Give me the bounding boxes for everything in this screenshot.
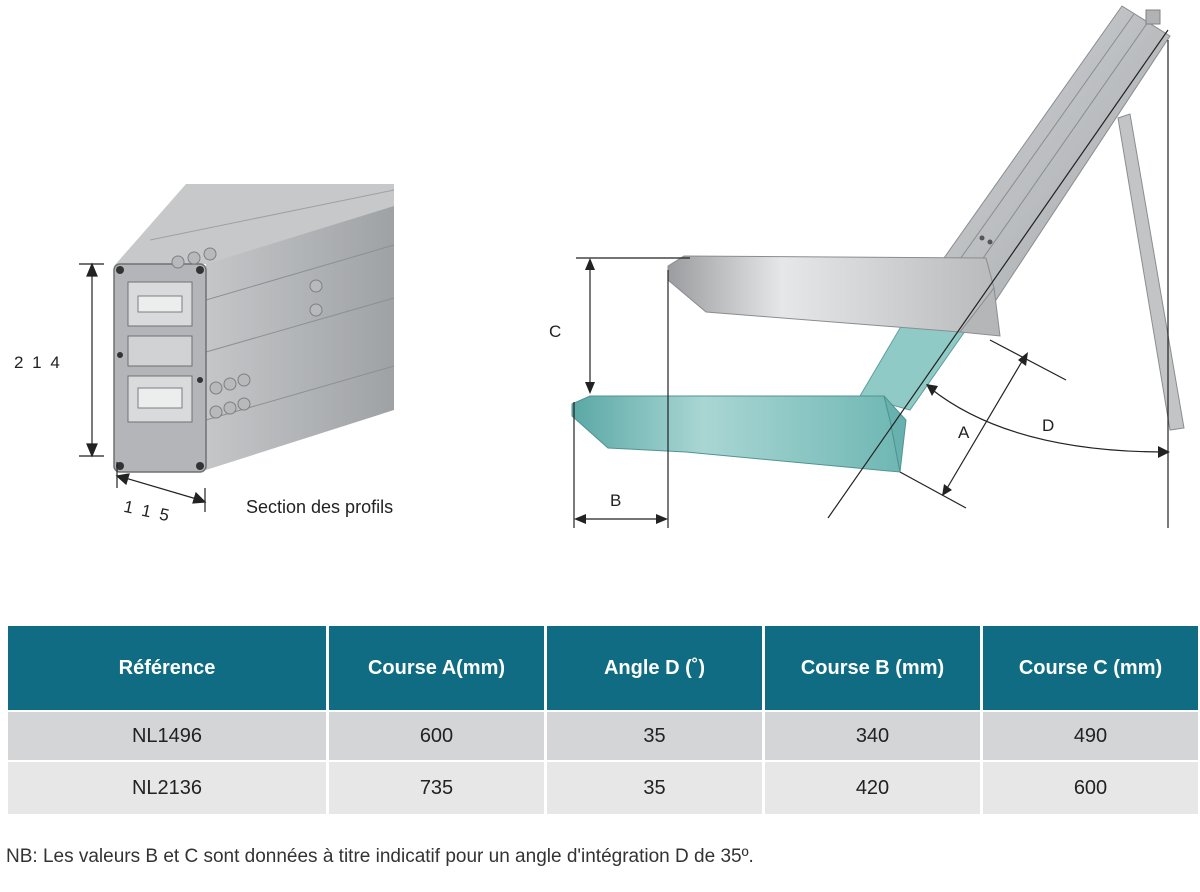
cell-angle-d: 35 (547, 712, 762, 762)
technical-figure: 2 1 4 1 1 5 Section des profils C B A D (14, 5, 1185, 528)
cell-reference: NL2136 (8, 762, 326, 814)
profile-caption: Section des profils (246, 497, 394, 517)
cell-course-b: 420 (765, 762, 980, 814)
profile-height-label: 2 1 4 (14, 353, 62, 372)
label-d: D (1042, 416, 1055, 435)
cell-course-a: 600 (329, 712, 544, 762)
table-row: NL2136 735 35 420 600 (8, 762, 1198, 814)
header-angle-d: Angle D (˚) (547, 626, 762, 712)
specification-table: Référence Course A(mm) Angle D (˚) Cours… (5, 626, 1200, 814)
dimension-width (115, 462, 207, 512)
header-course-a: Course A(mm) (329, 626, 544, 712)
mechanism-drawing (571, 5, 1185, 473)
dimension-height (79, 262, 104, 458)
cell-reference: NL1496 (8, 712, 326, 762)
figure-drawing (79, 5, 1185, 528)
profile-section-drawing (113, 184, 395, 473)
dimension-arrows (574, 258, 1170, 524)
table-header-row: Référence Course A(mm) Angle D (˚) Cours… (8, 626, 1198, 712)
label-a: A (958, 423, 970, 442)
header-course-b: Course B (mm) (765, 626, 980, 712)
table-row: NL1496 600 35 340 490 (8, 712, 1198, 762)
cell-course-c: 600 (983, 762, 1198, 814)
label-b: B (610, 491, 622, 510)
dimension-lines (573, 29, 1169, 528)
label-c: C (549, 322, 562, 341)
header-reference: Référence (8, 626, 326, 712)
footnote: NB: Les valeurs B et C sont données à ti… (6, 846, 754, 867)
cell-angle-d: 35 (547, 762, 762, 814)
cell-course-c: 490 (983, 712, 1198, 762)
header-course-c: Course C (mm) (983, 626, 1198, 712)
cell-course-b: 340 (765, 712, 980, 762)
cell-course-a: 735 (329, 762, 544, 814)
